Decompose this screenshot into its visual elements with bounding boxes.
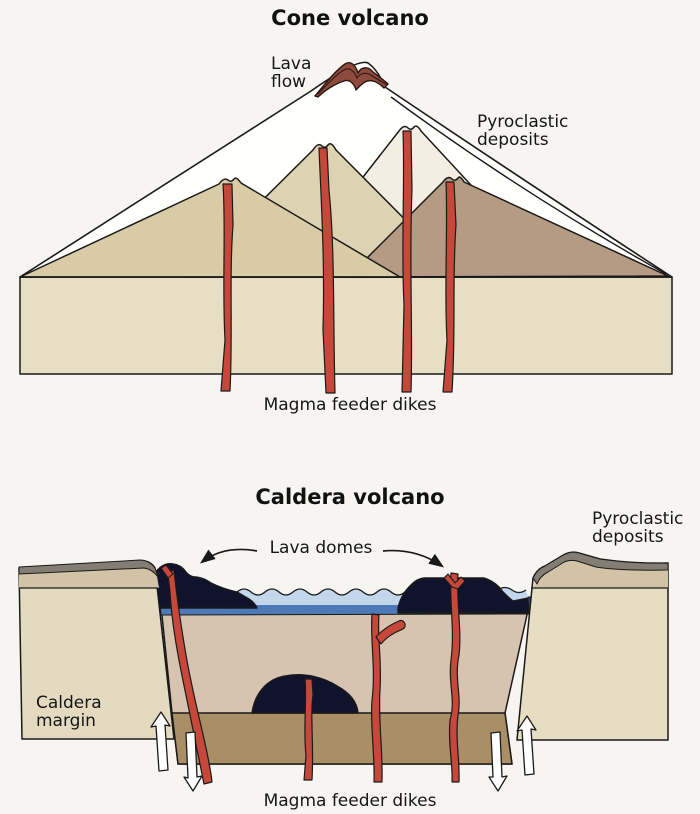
lava-flow-label: Lava flow: [271, 54, 312, 93]
lava-flow-cap: [314, 62, 389, 98]
caldera-volcano-title: Caldera volcano: [255, 485, 445, 509]
caldera-volcano-figure: [18, 548, 669, 792]
lava-flow-layer-line: [317, 68, 387, 95]
cone-volcano-title: Cone volcano: [271, 6, 429, 30]
lake-surface-waves-right: [497, 586, 527, 594]
lava-domes-pointer-left: [199, 548, 258, 564]
caldera-feeder-dikes-label: Magma feeder dikes: [263, 791, 437, 811]
caldera-pyroclastic-label: Pyroclastic deposits: [592, 509, 684, 548]
uplift-arrow-left: [150, 711, 171, 772]
caldera-dike-branch-arm: [375, 619, 406, 645]
caldera-dike-left: [166, 569, 213, 785]
cone-dike-3: [401, 130, 413, 393]
caldera-dike-branched: [370, 613, 383, 783]
caldera-dike-right: [448, 572, 461, 783]
caldera-dike-right-fork: [443, 573, 466, 590]
cone-volcano-figure: [19, 61, 673, 394]
lake-water: [237, 589, 405, 605]
lava-domes-pointer-right: [382, 549, 445, 568]
left-lava-dome: [154, 563, 258, 609]
subsidence-arrow-left: [183, 731, 203, 792]
lake-surface-waves: [236, 588, 406, 596]
lava-domes-label: Lava domes: [269, 538, 373, 558]
brown-layer: [171, 712, 513, 765]
cone-dike-4: [442, 181, 457, 393]
cone-dike-1: [220, 183, 234, 392]
left-rim-deposit-cap: [18, 559, 159, 578]
right-lava-dome: [397, 577, 530, 614]
right-rim-subband: [532, 559, 668, 588]
cone-pyroclastic-label: Pyroclastic deposits: [477, 112, 569, 151]
caldera-dike-left-branch: [160, 564, 174, 579]
inner-cone-taupe: [347, 176, 669, 278]
uplift-arrow-right: [516, 715, 537, 776]
cone-feeder-dikes-label: Magma feeder dikes: [263, 395, 437, 415]
cone-basement-slab: [19, 276, 673, 375]
subsidence-arrow-right: [488, 731, 508, 792]
inner-cone-khaki-left: [19, 177, 401, 278]
right-rim-deposit-cap: [532, 551, 669, 585]
caldera-margin-label: Caldera margin: [36, 693, 102, 732]
cone-dike-2: [318, 147, 336, 394]
pyroclastic-layer-line: [390, 96, 667, 275]
caldera-dike-buried-dome: [303, 678, 314, 781]
